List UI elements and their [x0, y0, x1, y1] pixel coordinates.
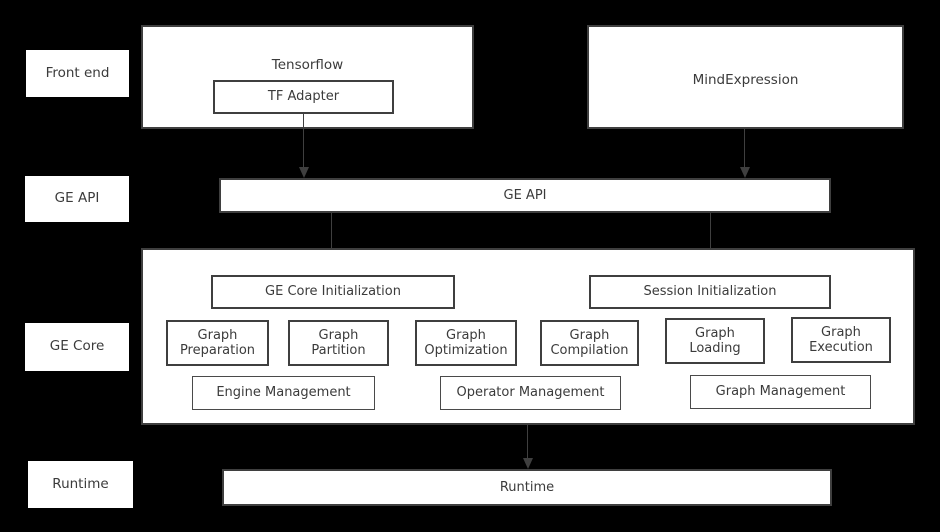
- graph-compilation-node[interactable]: Graph Compilation: [540, 320, 639, 366]
- engine-management-node[interactable]: Engine Management: [192, 376, 375, 410]
- graph-execution-node[interactable]: Graph Execution: [791, 317, 891, 363]
- layer-label-front-end: Front end: [26, 50, 129, 97]
- arrow-ge-core-to-runtime: [522, 425, 534, 469]
- operator-management-node[interactable]: Operator Management: [440, 376, 621, 410]
- layer-label-ge-core: GE Core: [25, 323, 129, 371]
- graph-loading-node[interactable]: Graph Loading: [665, 318, 765, 364]
- ge-api-bar[interactable]: GE API: [219, 178, 831, 213]
- layer-label-ge-api: GE API: [25, 176, 129, 222]
- runtime-bar[interactable]: Runtime: [222, 469, 832, 506]
- graph-preparation-node[interactable]: Graph Preparation: [166, 320, 269, 366]
- graph-management-node[interactable]: Graph Management: [690, 375, 871, 409]
- layer-label-runtime: Runtime: [28, 461, 133, 508]
- arrow-mindexpression-to-ge-api: [739, 129, 751, 178]
- mindexpression-label: MindExpression: [692, 72, 799, 88]
- mindexpression-panel[interactable]: MindExpression: [587, 25, 904, 129]
- ge-core-initialization-node[interactable]: GE Core Initialization: [211, 275, 455, 309]
- graph-optimization-node[interactable]: Graph Optimization: [415, 320, 517, 366]
- tensorflow-label: Tensorflow: [271, 57, 344, 73]
- graph-partition-node[interactable]: Graph Partition: [288, 320, 389, 366]
- session-initialization-node[interactable]: Session Initialization: [589, 275, 831, 309]
- arrow-tf-adapter-to-ge-api: [298, 113, 310, 178]
- tf-adapter-node[interactable]: TF Adapter: [213, 80, 394, 114]
